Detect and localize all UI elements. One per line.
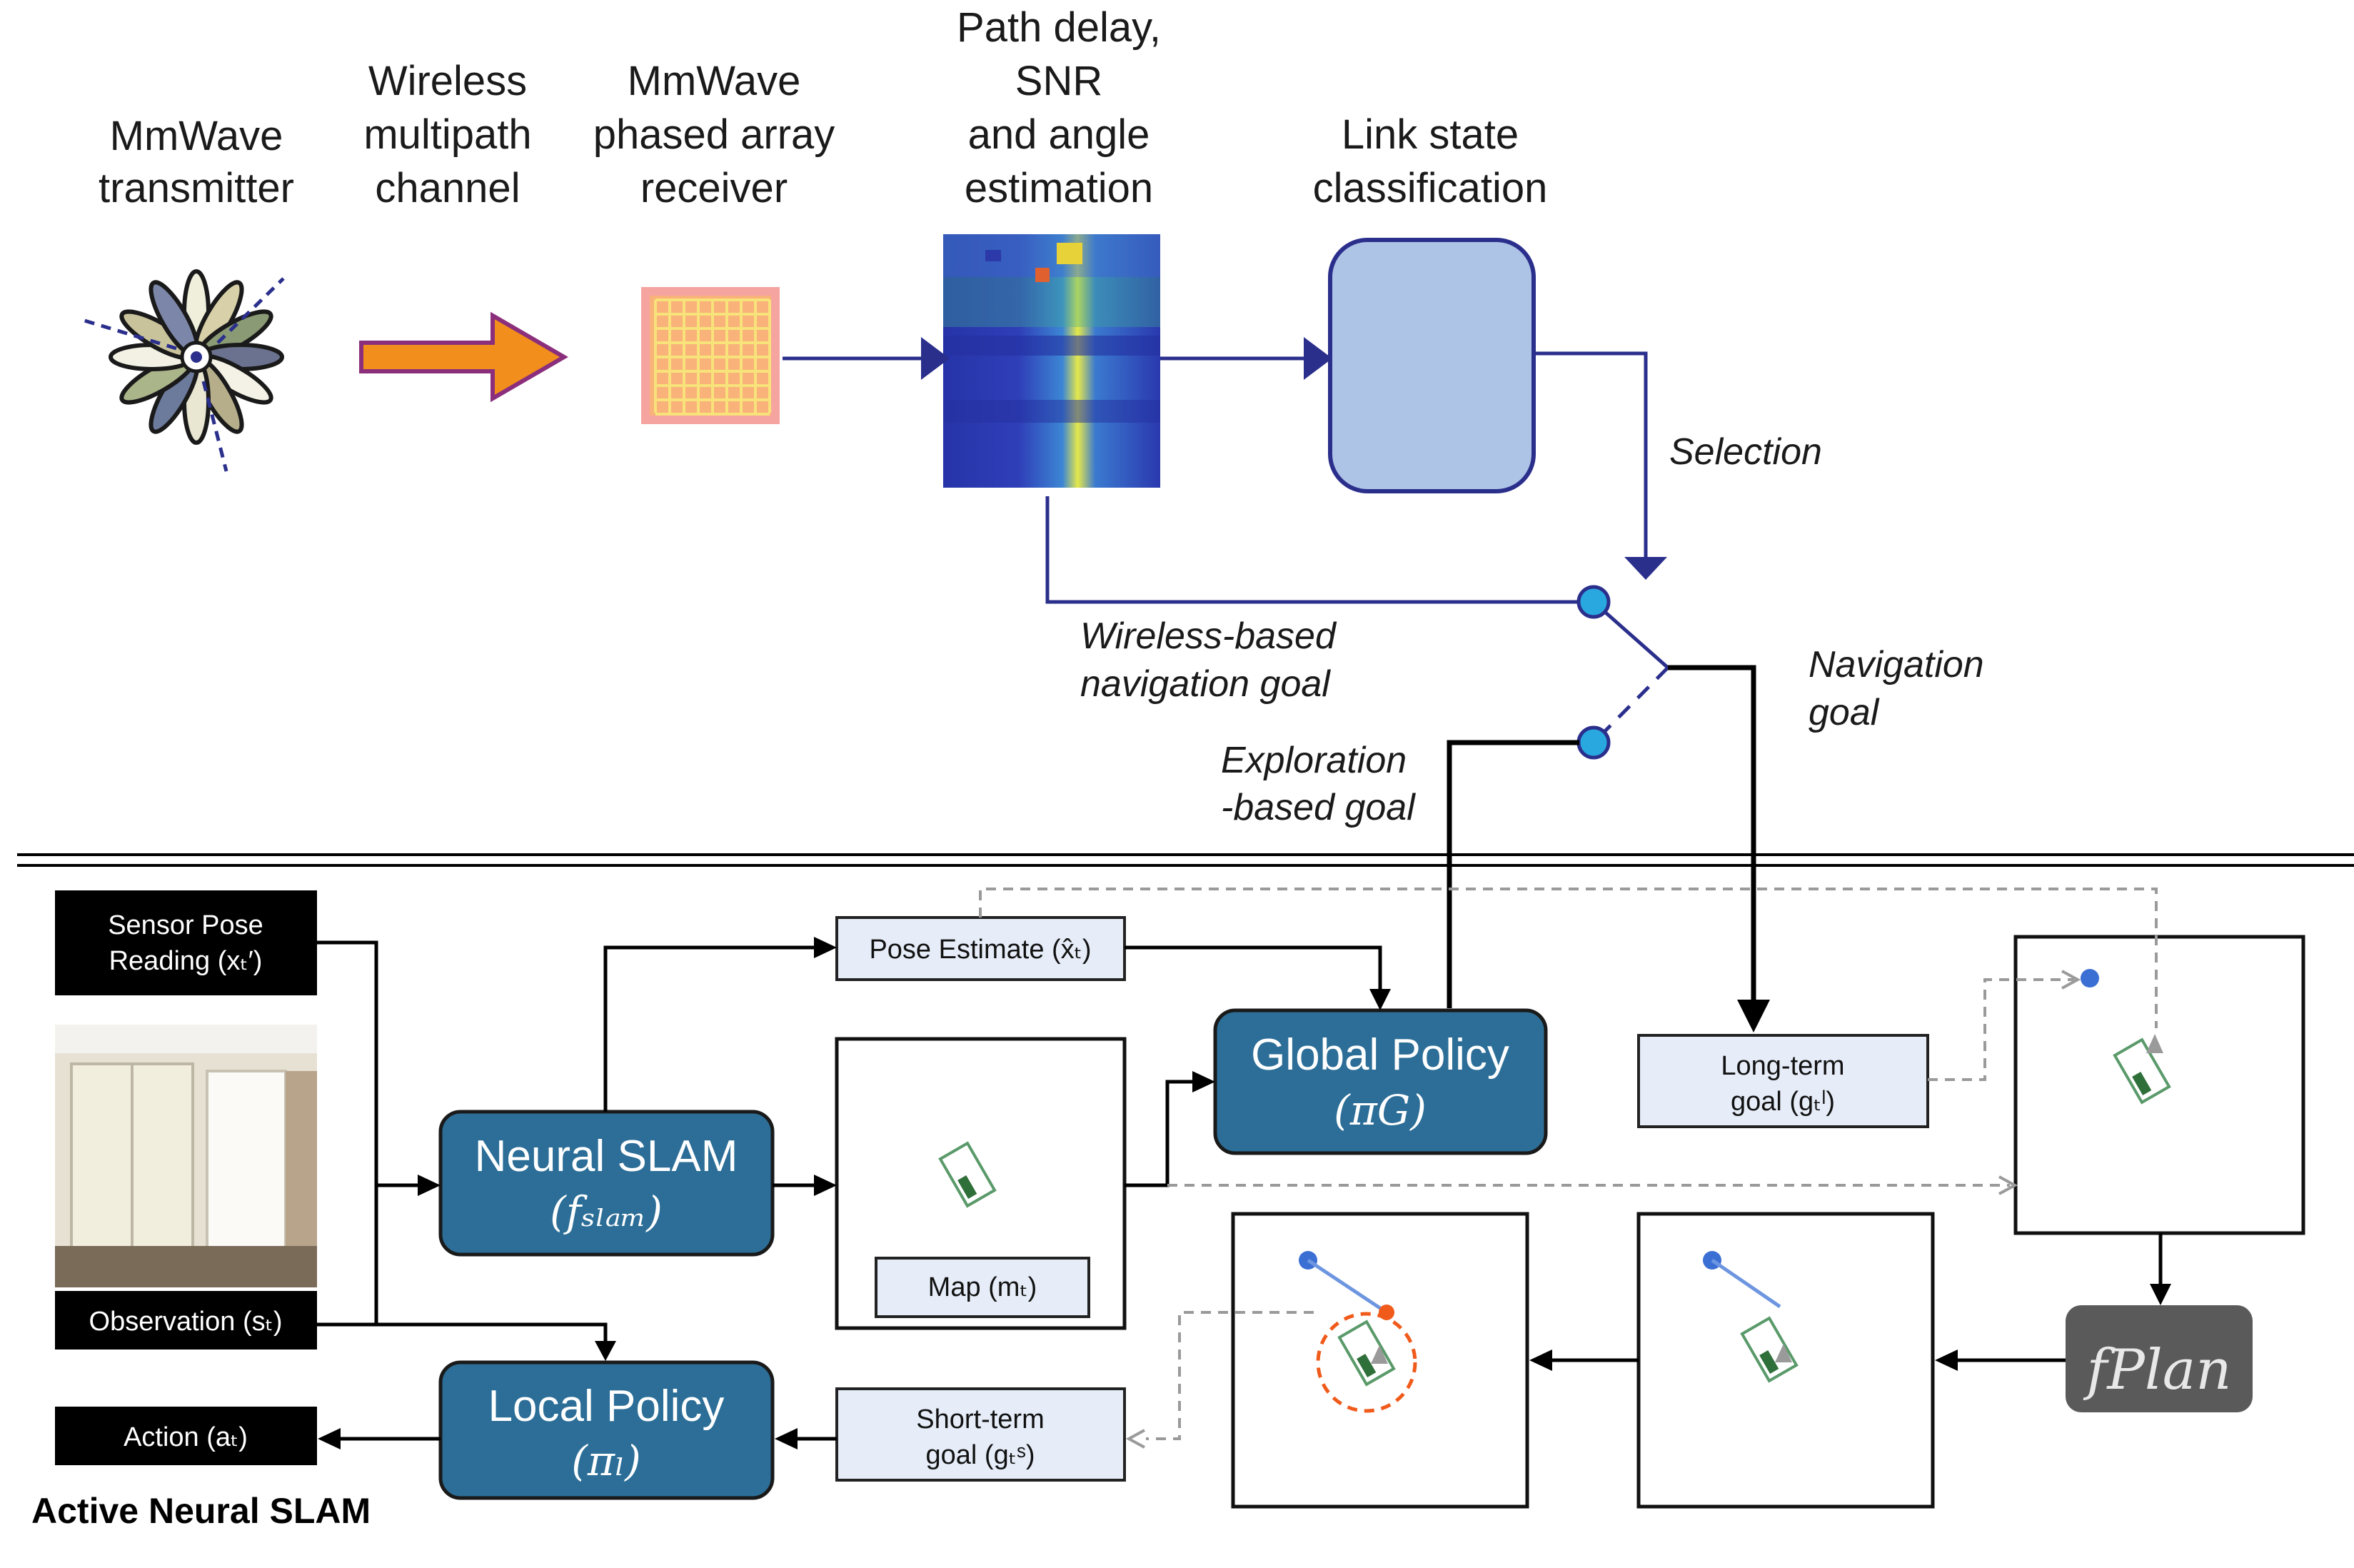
goal-dot-icon	[2081, 969, 2099, 987]
map-floorplan-icon	[938, 1141, 997, 1208]
exploration-goal-label-line1: Exploration	[1221, 740, 1407, 781]
global-policy-module: Global Policy (πG)	[1213, 1008, 1548, 1155]
classification-label: Link state classification	[1313, 111, 1548, 211]
sensor-pose-line1: Sensor Pose	[108, 910, 263, 940]
short-term-goal-box: Short-term goal (gₜˢ)	[835, 1387, 1126, 1482]
channel-label: Wireless multipath channel	[363, 58, 531, 211]
arrow-to-classifier-icon	[1304, 337, 1332, 380]
planned-path-panel	[1636, 1212, 1935, 1509]
receiver-label-line1: MmWave	[628, 58, 801, 104]
navigation-goal-label-line1: Navigation	[1809, 644, 1984, 685]
slam-connectors	[317, 940, 2163, 1441]
receiver-label: MmWave phased array receiver	[593, 58, 835, 211]
short-term-goal-panel	[1231, 1212, 1529, 1509]
map-label: Map (mₜ)	[928, 1272, 1037, 1302]
action-label: Action (aₜ)	[124, 1422, 248, 1452]
goal-map-floorplan-icon	[2113, 1037, 2171, 1105]
transmitter-label-line1: MmWave	[110, 113, 283, 159]
transmitter-icon	[81, 269, 285, 472]
wireless-goal-label-line2: navigation goal	[1080, 663, 1331, 705]
estimation-label-line3: and angle	[968, 111, 1150, 158]
receiver-label-line2: phased array	[593, 111, 835, 158]
observation-image	[55, 1025, 317, 1287]
array-grid	[654, 298, 771, 416]
long-term-goal-line1: Long-term	[1721, 1051, 1844, 1081]
arrow-navigation-goal-icon	[1737, 1000, 1770, 1032]
local-policy-module: Local Policy (πₗ)	[438, 1360, 775, 1500]
link-state-classifier-box	[1328, 238, 1536, 493]
channel-arrow-icon	[359, 311, 568, 403]
short-term-goal-line1: Short-term	[916, 1404, 1044, 1434]
goal-map-panel	[2013, 935, 2305, 1235]
arrow-selection-icon	[1624, 557, 1667, 580]
sensor-pose-line2: Reading (xₜ′)	[109, 946, 263, 976]
dashed-connectors	[979, 888, 2158, 1440]
exploration-goal-label-line2: -based goal	[1221, 787, 1416, 828]
observation-label: Observation (sₜ)	[89, 1307, 283, 1337]
navigation-goal-label-line2: goal	[1809, 692, 1880, 733]
short-term-goal-line2: goal (gₜˢ)	[926, 1440, 1035, 1470]
action-box: Action (aₜ)	[55, 1407, 317, 1465]
local-policy-title: Local Policy	[488, 1382, 725, 1431]
sensor-pose-box: Sensor Pose Reading (xₜ′)	[55, 890, 317, 995]
active-neural-slam-caption: Active Neural SLAM	[31, 1491, 371, 1531]
estimation-label-line2: SNR	[1015, 58, 1102, 104]
estimation-label: Path delay, SNR and angle estimation	[957, 4, 1161, 211]
estimation-label-line1: Path delay,	[957, 4, 1161, 51]
transmitter-label-line2: transmitter	[99, 165, 294, 211]
observation-box: Observation (sₜ)	[55, 1291, 317, 1350]
neural-slam-symbol: (fₛₗₐₘ)	[550, 1187, 663, 1236]
receiver-label-line3: receiver	[640, 165, 788, 211]
map-panel: Map (mₜ)	[835, 1037, 1127, 1330]
classification-label-line1: Link state	[1342, 111, 1519, 158]
neural-slam-title: Neural SLAM	[475, 1132, 738, 1181]
phased-array-icon	[641, 287, 780, 424]
global-policy-symbol: (πG)	[1334, 1086, 1427, 1135]
section-separator	[17, 853, 2354, 867]
channel-label-line1: Wireless	[368, 58, 527, 104]
dashed-arrowheads	[1125, 970, 2081, 1449]
long-term-goal-line2: goal (gₜˡ)	[1731, 1087, 1835, 1117]
estimation-label-line4: estimation	[965, 165, 1153, 211]
selection-label: Selection	[1669, 431, 1822, 473]
channel-label-line3: channel	[375, 165, 520, 211]
switch-node-exploration	[1576, 725, 1611, 760]
pose-estimate-box: Pose Estimate (x̂ₜ)	[835, 916, 1126, 981]
long-term-goal-box: Long-term goal (gₜˡ)	[1637, 1034, 1929, 1128]
arrow-to-heatmap-icon	[921, 337, 950, 380]
fplan-module: fPlan	[2066, 1305, 2253, 1412]
estimation-heatmap-icon	[943, 234, 1160, 488]
fplan-label: fPlan	[2083, 1338, 2231, 1402]
slam-arrowheads	[318, 937, 2171, 1449]
wireless-goal-label-line1: Wireless-based	[1080, 615, 1337, 657]
transmitter-label: MmWave transmitter	[99, 113, 294, 211]
local-policy-symbol: (πₗ)	[571, 1437, 640, 1485]
switch-node-wireless	[1576, 585, 1611, 619]
channel-label-line2: multipath	[363, 111, 531, 158]
pose-estimate-label: Pose Estimate (x̂ₜ)	[869, 935, 1091, 965]
global-policy-title: Global Policy	[1251, 1030, 1509, 1080]
neural-slam-module: Neural SLAM (fₛₗₐₘ)	[438, 1110, 775, 1257]
switch-connectors	[1447, 665, 1756, 1016]
classification-label-line2: classification	[1313, 165, 1548, 211]
